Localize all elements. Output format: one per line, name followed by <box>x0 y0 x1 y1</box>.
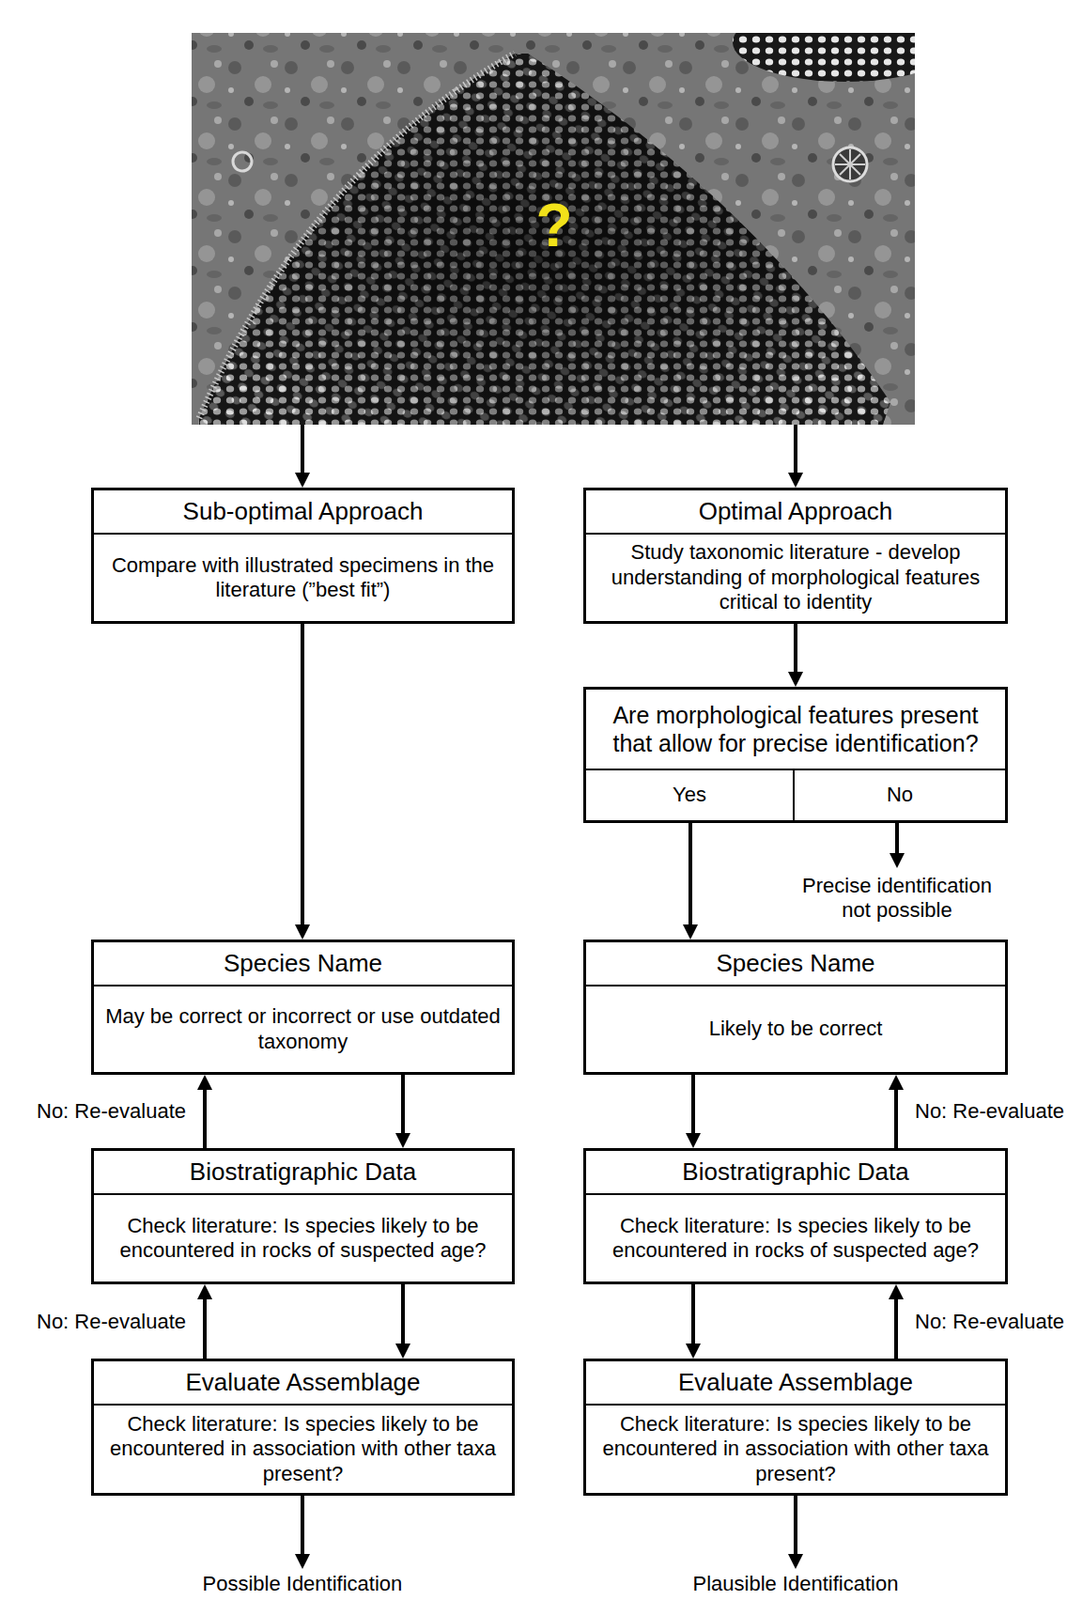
box-heading: Biostratigraphic Data <box>93 1150 512 1195</box>
matrix-ground <box>191 32 915 425</box>
process-box: Biostratigraphic DataCheck literature: I… <box>583 1147 1008 1285</box>
flow-arrow <box>793 1495 798 1560</box>
thin-section-photo <box>191 32 915 425</box>
process-box: Optimal ApproachStudy taxonomic literatu… <box>583 487 1008 624</box>
outcome-note: Precise identification not possible <box>801 873 994 924</box>
flow-arrow <box>202 1293 207 1359</box>
flow-arrow <box>793 623 798 678</box>
box-body: Check literature: Is species likely to b… <box>93 1405 512 1493</box>
decision-box: Are morphological features present that … <box>583 686 1008 823</box>
flow-arrow <box>894 1083 898 1148</box>
answer-text: No <box>881 778 919 811</box>
fossil-shading <box>199 53 891 425</box>
box-heading: Optimal Approach <box>586 490 1006 535</box>
box-heading: Evaluate Assemblage <box>586 1361 1006 1406</box>
flow-arrow <box>895 822 899 859</box>
edge-label: No: Re-evaluate <box>36 1309 186 1334</box>
process-box: Sub-optimal ApproachCompare with illustr… <box>91 487 515 624</box>
process-box: Evaluate AssemblageCheck literature: Is … <box>91 1358 515 1496</box>
edge-label: No: Re-evaluate <box>914 1309 1065 1334</box>
flow-arrow <box>691 1074 696 1139</box>
box-body: May be correct or incorrect or use outda… <box>93 986 512 1072</box>
process-box: Species NameMay be correct or incorrect … <box>91 939 515 1075</box>
question-text: Are morphological features present that … <box>586 689 1006 769</box>
small-foram <box>833 147 867 182</box>
flow-arrow <box>793 424 798 479</box>
edge-label: No: Re-evaluate <box>914 1098 1065 1124</box>
flow-arrow <box>401 1074 405 1139</box>
box-body: Compare with illustrated specimens in th… <box>93 534 512 621</box>
fossil-test-overlay <box>199 53 891 425</box>
box-heading: Evaluate Assemblage <box>93 1361 512 1406</box>
outcome-label: Plausible Identification <box>693 1571 899 1596</box>
foram-outline <box>833 147 867 182</box>
fossil-fragment <box>732 32 915 82</box>
flow-arrow <box>300 1495 305 1560</box>
box-body: Check literature: Is species likely to b… <box>586 1405 1006 1493</box>
box-body: Likely to be correct <box>586 986 1006 1072</box>
outcome-label: Possible Identification <box>202 1571 403 1596</box>
flow-arrow <box>688 819 693 930</box>
process-box: Biostratigraphic DataCheck literature: I… <box>91 1147 515 1285</box>
box-heading: Species Name <box>586 942 1006 987</box>
box-body: Study taxonomic literature - develop und… <box>586 534 1006 621</box>
flow-arrow <box>202 1083 207 1148</box>
flow-arrow <box>401 1284 405 1349</box>
edge-label: No: Re-evaluate <box>36 1098 186 1124</box>
flow-arrow <box>894 1293 898 1359</box>
question-mark: ? <box>536 195 573 256</box>
foram-septa <box>835 149 866 180</box>
cell-row: Yes No <box>586 768 1006 820</box>
answer-cell: Yes <box>586 770 795 820</box>
box-body: Check literature: Is species likely to b… <box>93 1194 512 1282</box>
answer-text: Yes <box>666 778 712 811</box>
process-box: Evaluate AssemblageCheck literature: Is … <box>583 1358 1008 1496</box>
test-wall <box>199 53 515 418</box>
flow-arrow <box>300 424 305 479</box>
fossil-test <box>199 53 891 425</box>
box-heading: Biostratigraphic Data <box>586 1150 1006 1195</box>
box-heading: Sub-optimal Approach <box>93 490 512 535</box>
flow-arrow <box>691 1284 696 1349</box>
flow-arrow <box>300 623 305 930</box>
process-box: Species NameLikely to be correct <box>583 939 1008 1075</box>
box-heading: Species Name <box>93 942 512 987</box>
grain <box>232 152 252 171</box>
box-body: Check literature: Is species likely to b… <box>586 1194 1006 1282</box>
answer-cell: No <box>794 770 1006 820</box>
